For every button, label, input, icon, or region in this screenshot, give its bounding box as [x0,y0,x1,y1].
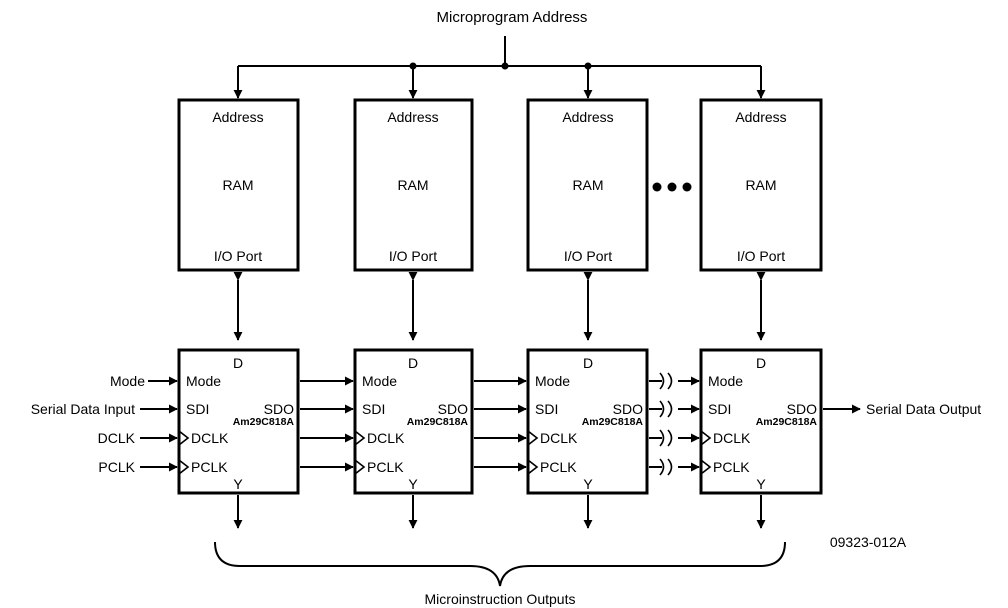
reg-pclk-label: PCLK [540,459,577,475]
reg-sdo-label: SDO [787,401,817,417]
chain-links-1-2 [300,376,354,472]
ram-address-label: Address [387,109,438,125]
ram-io-port-label: I/O Port [737,248,785,264]
diagram-title: Microprogram Address [437,9,588,26]
clock-triangle [354,430,366,446]
input-dclk-label: DCLK [98,430,136,446]
reg-sdo-label: SDO [613,401,643,417]
reg-mode-label: Mode [362,373,397,389]
clock-triangle [527,459,539,475]
ellipsis-dots [652,182,692,192]
ram-block-2: Address RAM I/O Port [353,66,474,272]
ram-label: RAM [222,177,253,193]
input-serial-data-label: Serial Data Input [31,401,135,417]
reg-sdo-label: SDO [438,401,468,417]
reg-d-label: D [583,355,593,371]
reg-mode-label: Mode [535,373,570,389]
reg-part-label: Am29C818A [233,416,295,428]
bus-junction [501,62,509,70]
reg-y-label: Y [408,476,418,492]
clock-triangle [700,459,712,475]
reg-pclk-label: PCLK [191,459,228,475]
input-pclk-label: PCLK [98,459,135,475]
reg-y-label: Y [583,476,593,492]
ram-label: RAM [572,177,603,193]
serial-output-label: Serial Data Output [866,401,981,417]
reg-dclk-label: DCLK [540,430,578,446]
reg-d-label: D [233,355,243,371]
reg-sdi-label: SDI [362,401,385,417]
figure-id-label: 09323-012A [830,534,907,550]
register-block-4: D Mode SDI SDO Am29C818A DCLK PCLK Y [699,348,823,495]
reg-d-label: D [756,355,766,371]
reg-y-label: Y [756,476,766,492]
ram-address-label: Address [735,109,786,125]
ram-address-label: Address [562,109,613,125]
input-mode-label: Mode [110,373,145,389]
y-output-arrows [233,495,766,529]
line-break-marks [659,372,673,476]
reg-sdi-label: SDI [535,401,558,417]
reg-mode-label: Mode [708,373,743,389]
reg-dclk-label: DCLK [713,430,751,446]
bidirectional-links [233,271,766,341]
ram-block-1: Address RAM I/O Port [177,66,300,272]
microinstruction-outputs-label: Microinstruction Outputs [425,591,576,607]
ram-io-port-label: I/O Port [214,248,262,264]
reg-part-label: Am29C818A [582,416,644,428]
ram-address-label: Address [212,109,263,125]
ram-label: RAM [745,177,776,193]
chain-links-2-3 [474,376,527,472]
reg-mode-label: Mode [186,373,221,389]
reg-sdi-label: SDI [708,401,731,417]
reg-dclk-label: DCLK [191,430,229,446]
ram-label: RAM [397,177,428,193]
clock-triangle [354,459,366,475]
reg-dclk-label: DCLK [367,430,405,446]
reg-sdo-label: SDO [264,401,294,417]
clock-triangle [178,430,190,446]
reg-sdi-label: SDI [186,401,209,417]
ram-io-port-label: I/O Port [389,248,437,264]
reg-pclk-label: PCLK [367,459,404,475]
register-block-2: D Mode SDI SDO Am29C818A DCLK PCLK Y [353,348,474,495]
ram-io-port-label: I/O Port [564,248,612,264]
reg-d-label: D [408,355,418,371]
register-block-3: D Mode SDI SDO Am29C818A DCLK PCLK Y [526,348,649,495]
reg-pclk-label: PCLK [713,459,750,475]
ram-block-3: Address RAM I/O Port [526,66,649,272]
register-block-1: D Mode SDI SDO Am29C818A DCLK PCLK Y [177,348,300,495]
clock-triangle [178,459,190,475]
clock-triangle [700,430,712,446]
output-brace [214,541,786,587]
reg-part-label: Am29C818A [756,416,818,428]
chain-links-3-4 [649,376,700,472]
reg-part-label: Am29C818A [407,416,469,428]
ram-block-4: Address RAM I/O Port [699,66,823,272]
reg-y-label: Y [233,476,243,492]
clock-triangle [527,430,539,446]
